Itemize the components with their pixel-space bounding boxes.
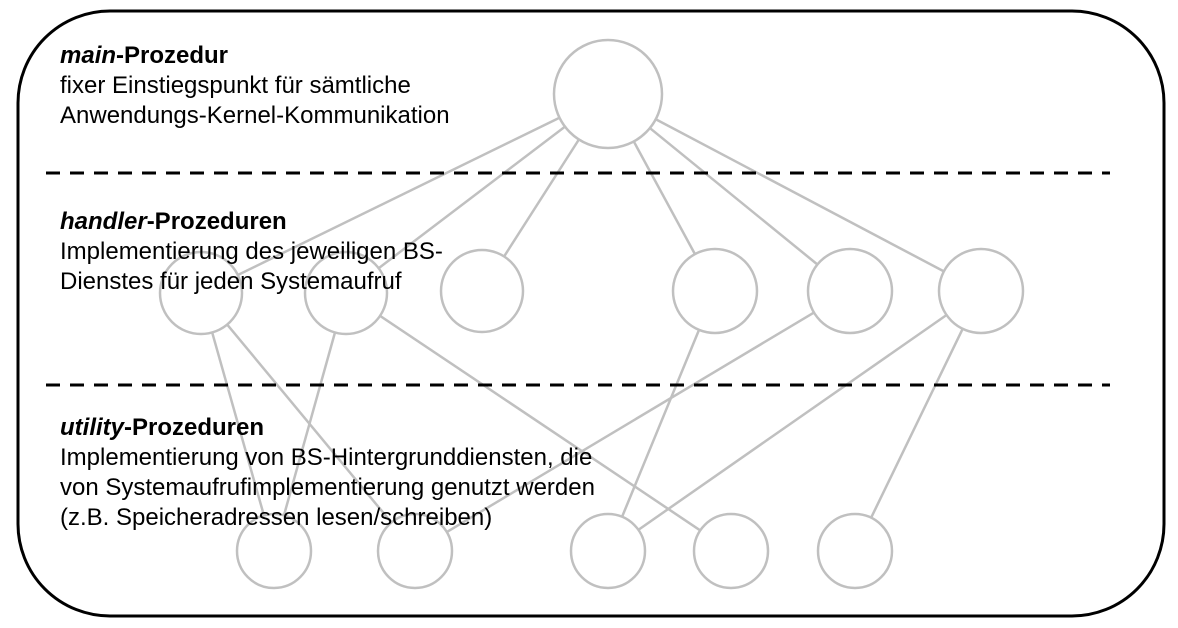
call-edge-h6-b3 <box>637 313 948 531</box>
main-procedure-title: main-Prozedur <box>60 41 450 71</box>
main-procedure-suffix: -Prozedur <box>116 42 229 69</box>
main-procedure-desc-line: Anwendungs-Kernel-Kommunikation <box>60 102 450 129</box>
call-edge-h6-b5 <box>870 328 964 519</box>
call-edge-main-h5 <box>649 127 819 266</box>
utility-procedures-title: utility-Prozeduren <box>60 413 595 443</box>
call-edge-main-h2 <box>377 125 566 270</box>
procedure-node-h5 <box>806 247 894 335</box>
utility-procedures-term: utility <box>60 414 124 441</box>
utility-procedures-suffix: -Prozeduren <box>124 414 265 441</box>
procedure-node-h4 <box>671 247 759 335</box>
utility-procedures-desc-line: Implementierung von BS-Hintergrunddienst… <box>60 444 593 471</box>
utility-procedures-desc-line: von Systemaufrufimplementierung genutzt … <box>60 474 595 501</box>
call-edge-h2-b4 <box>379 314 701 532</box>
call-edge-main-h4 <box>632 140 697 255</box>
handler-procedures-term: handler <box>60 208 147 235</box>
main-procedure-term: main <box>60 42 117 69</box>
procedure-node-b4 <box>692 512 770 590</box>
procedure-node-b3 <box>569 512 647 590</box>
utility-procedures-desc-line: (z.B. Speicheradressen lesen/schreiben) <box>60 504 493 531</box>
call-edge-h4-b3 <box>620 329 701 518</box>
procedure-node-h3 <box>439 248 525 334</box>
call-edge-main-h3 <box>503 138 580 258</box>
handler-procedures-label-block: handler-Prozeduren Implementierung des j… <box>60 207 443 297</box>
procedure-node-h1 <box>158 250 244 336</box>
handler-procedures-title: handler-Prozeduren <box>60 207 443 237</box>
utility-procedures-label-block: utility-Prozeduren Implementierung von B… <box>60 413 595 533</box>
call-edge-h1-b1 <box>210 332 266 516</box>
call-edge-h5-b2 <box>446 311 815 534</box>
handler-procedures-suffix: -Prozeduren <box>146 208 287 235</box>
call-edge-main-h6 <box>655 118 945 273</box>
call-edge-h2-b1 <box>282 332 337 516</box>
procedure-node-b5 <box>816 512 894 590</box>
procedure-node-h6 <box>937 247 1025 335</box>
handler-procedures-desc-line: Dienstes für jeden Systemaufruf <box>60 268 402 295</box>
procedure-node-b2 <box>376 512 454 590</box>
call-edge-main-h1 <box>237 116 561 277</box>
outer-frame <box>16 9 1166 618</box>
procedure-node-b1 <box>235 512 313 590</box>
procedure-node-main <box>552 38 664 150</box>
main-procedure-label-block: main-Prozedur fixer Einstiegspunkt für s… <box>60 41 450 131</box>
procedure-node-h2 <box>303 250 389 336</box>
main-procedure-desc-line: fixer Einstiegspunkt für sämtliche <box>60 72 411 99</box>
handler-procedures-desc-line: Implementierung des jeweiligen BS- <box>60 238 443 265</box>
